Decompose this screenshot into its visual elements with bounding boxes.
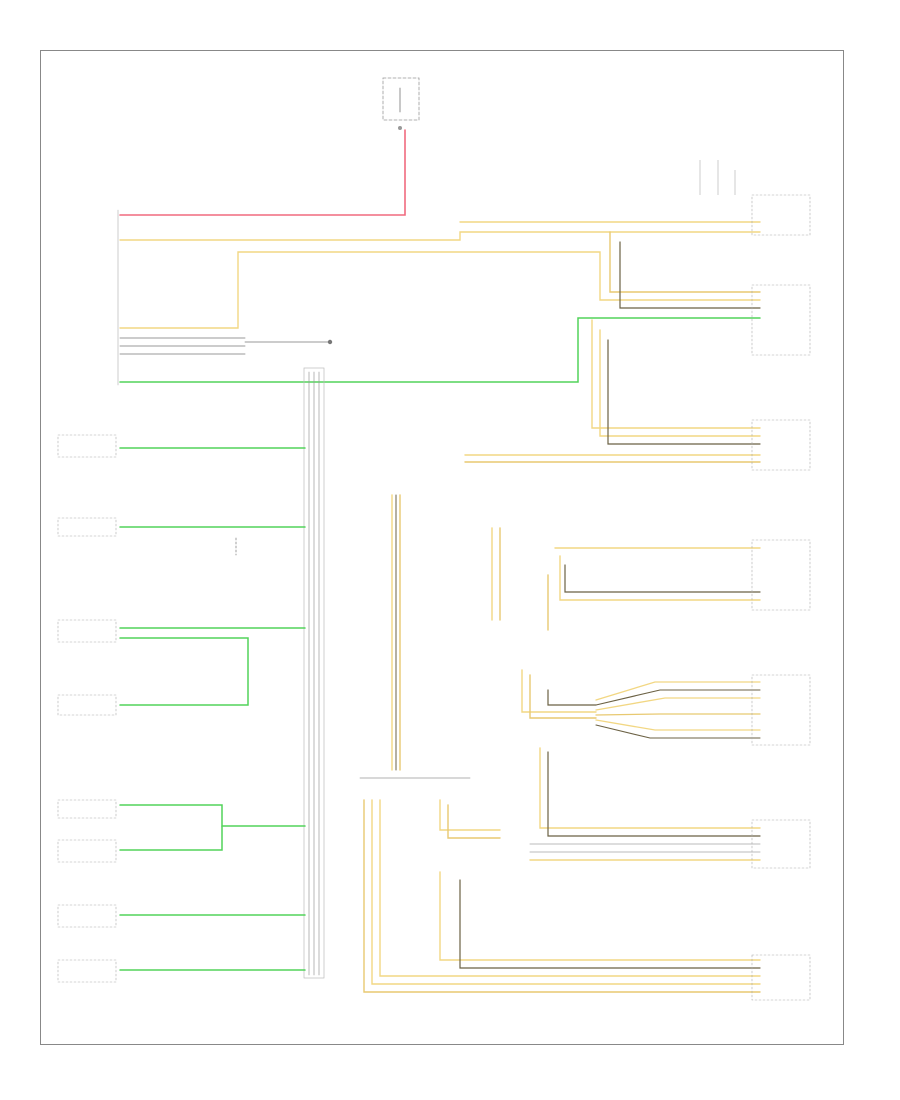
tan-wire-6 xyxy=(599,329,761,437)
green-wire-f xyxy=(119,825,223,851)
left-box-6 xyxy=(57,839,117,863)
center-splice-pack xyxy=(303,367,325,979)
top-fuse-node xyxy=(398,126,402,130)
tan-wire-22 xyxy=(459,879,761,969)
dark-wire-1 xyxy=(619,241,761,309)
tan-wire-15 xyxy=(529,674,597,719)
left-box-4 xyxy=(57,694,117,716)
left-box-3 xyxy=(57,619,117,643)
tan-wire-16 xyxy=(539,747,761,829)
tan-wire-23 xyxy=(371,799,761,985)
module-box-1 xyxy=(751,194,811,236)
tan-wire-4 xyxy=(609,231,761,293)
module-box-2 xyxy=(751,284,811,356)
tan-wire-3 xyxy=(119,251,761,329)
tan-wire-17 xyxy=(547,751,761,837)
module-box-4 xyxy=(751,539,811,611)
red-feed-wire xyxy=(119,129,406,216)
left-box-2 xyxy=(57,517,117,537)
left-box-7 xyxy=(57,904,117,928)
left-box-8 xyxy=(57,959,117,983)
tan-wire-1 xyxy=(119,231,761,241)
splice-fan-4 xyxy=(595,713,761,716)
splice-node xyxy=(327,339,333,345)
splice-fan-5 xyxy=(595,719,761,731)
tan-wire-12 xyxy=(559,555,761,601)
dark-wire-3 xyxy=(564,564,761,593)
tan-wire-21 xyxy=(439,871,761,961)
tan-wire-24 xyxy=(363,799,761,993)
module-box-7 xyxy=(751,954,811,1001)
left-box-5 xyxy=(57,799,117,819)
green-wire-e xyxy=(119,804,306,827)
tan-wire-14 xyxy=(521,669,597,713)
splice-fan-2 xyxy=(595,689,761,706)
splice-fan-1 xyxy=(595,681,761,701)
top-fuse-box xyxy=(382,77,420,121)
tan-wire-25 xyxy=(379,799,761,977)
tan-wire-5 xyxy=(591,319,761,429)
dark-wire-4 xyxy=(547,689,597,706)
tan-wire-19 xyxy=(447,804,501,839)
right-pin-stubs xyxy=(699,160,736,195)
splice-fan-3 xyxy=(595,697,761,711)
module-box-5 xyxy=(751,674,811,746)
tan-wire-18 xyxy=(439,799,501,831)
green-bus-top xyxy=(119,317,761,383)
splice-fan-6 xyxy=(595,724,761,739)
green-wire-d xyxy=(119,637,249,706)
module-box-3 xyxy=(751,419,811,471)
left-box-1 xyxy=(57,434,117,458)
dark-wire-2 xyxy=(607,339,761,445)
module-box-6 xyxy=(751,819,811,869)
diagram-frame xyxy=(40,50,844,1045)
